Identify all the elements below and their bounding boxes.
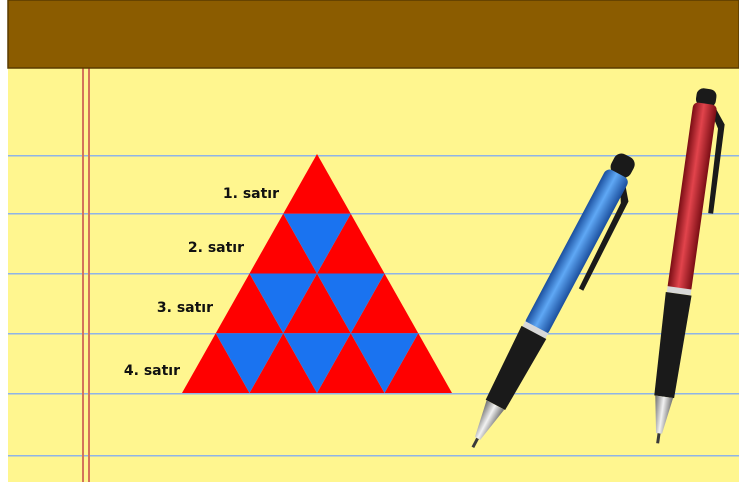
row-label-4: 4. satır xyxy=(124,363,180,379)
row-label-2: 2. satır xyxy=(188,240,244,256)
rule-line xyxy=(8,155,739,157)
row-label-1: 1. satır xyxy=(223,186,279,202)
rule-line xyxy=(8,213,739,215)
rule-line xyxy=(8,393,739,395)
margin-line xyxy=(82,68,84,482)
margin-line xyxy=(88,68,90,482)
row-label-3: 3. satır xyxy=(157,300,213,316)
notepad-header xyxy=(8,0,739,68)
rule-line xyxy=(8,455,739,457)
